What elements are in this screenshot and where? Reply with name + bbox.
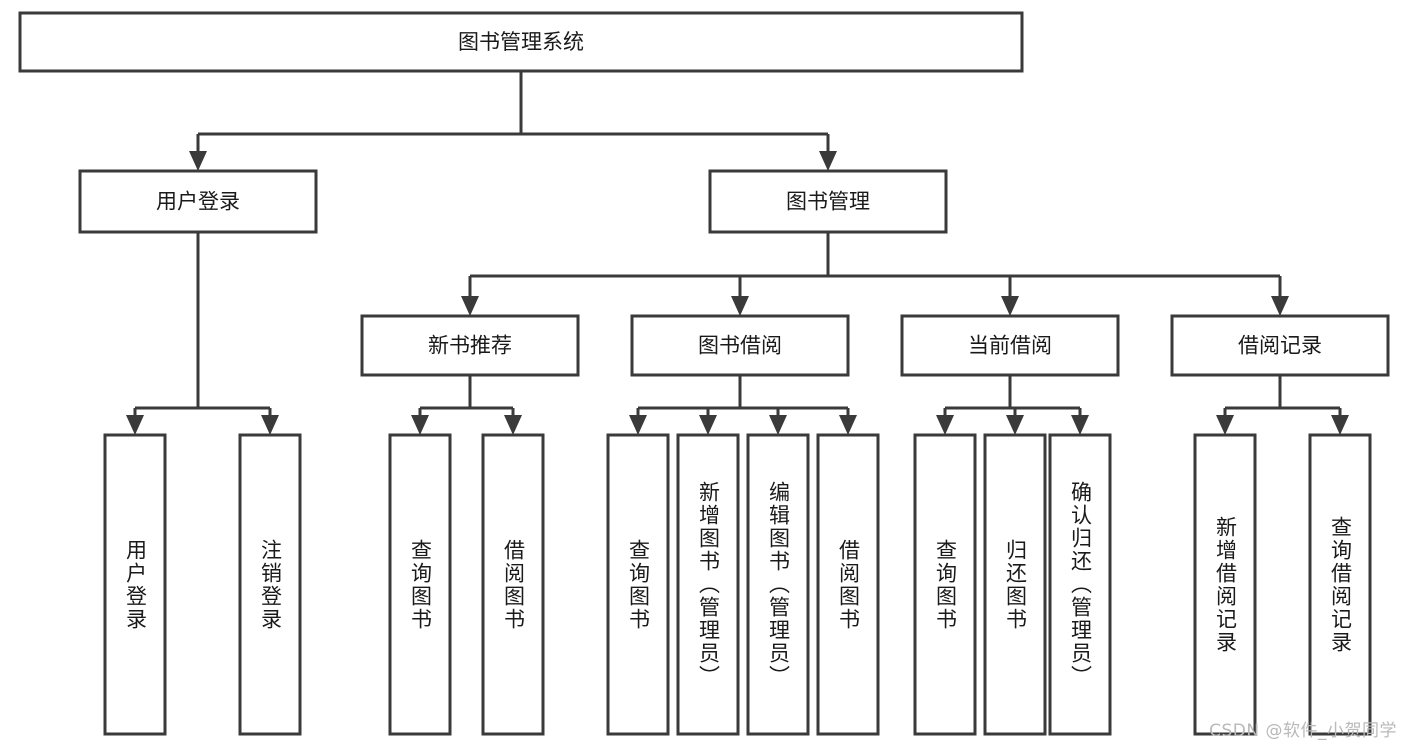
arrow-book-borrow-to-borrow-book-2 <box>839 415 857 435</box>
node-label-new-book-recommend: 新书推荐 <box>428 334 512 358</box>
arrow-root-to-user-login <box>189 151 207 171</box>
arrow-bm-to-borrow-record <box>1271 296 1289 316</box>
arrow-new-book-recommend-to-query-book-1 <box>411 415 429 435</box>
node-label-book-borrow: 图书借阅 <box>698 334 782 358</box>
node-box-logout-leaf[interactable] <box>238 433 302 736</box>
arrow-current-borrow-to-query-book-3 <box>936 415 954 435</box>
node-box-add-borrow-record[interactable] <box>1193 433 1257 736</box>
arrow-current-borrow-to-confirm-return <box>1071 415 1089 435</box>
arrow-root-to-book-management <box>819 151 837 171</box>
arrow-new-book-recommend-to-borrow-book-1 <box>504 415 522 435</box>
node-box-query-book-1[interactable] <box>388 433 452 736</box>
node-box-user-login-leaf[interactable] <box>103 433 167 736</box>
node-box-query-borrow-record[interactable] <box>1308 433 1372 736</box>
arrow-book-borrow-to-query-book-2 <box>629 415 647 435</box>
node-label-user-login: 用户登录 <box>156 190 240 214</box>
arrow-user-login-to-logout-leaf <box>261 415 279 435</box>
arrow-borrow-record-to-query-borrow-record <box>1331 415 1349 435</box>
arrow-current-borrow-to-return-book <box>1006 415 1024 435</box>
node-box-confirm-return[interactable] <box>1048 433 1112 736</box>
node-box-add-book[interactable] <box>676 433 740 736</box>
node-box-user-login[interactable] <box>78 169 318 234</box>
node-box-edit-book[interactable] <box>746 433 810 736</box>
node-box-query-book-2[interactable] <box>606 433 670 736</box>
arrow-book-borrow-to-add-book <box>699 415 717 435</box>
node-box-borrow-book-2[interactable] <box>816 433 880 736</box>
arrow-borrow-record-to-add-borrow-record <box>1216 415 1234 435</box>
node-label-borrow-record: 借阅记录 <box>1238 334 1322 358</box>
node-box-root[interactable] <box>18 11 1024 73</box>
watermark-text: CSDN @软件_小贺同学 <box>1209 721 1397 741</box>
node-label-root: 图书管理系统 <box>458 30 584 54</box>
node-box-book-management[interactable] <box>708 169 948 234</box>
node-box-query-book-3[interactable] <box>913 433 977 736</box>
arrow-user-login-to-user-login-leaf <box>126 415 144 435</box>
node-label-current-borrow: 当前借阅 <box>968 334 1052 358</box>
arrow-bm-to-current-borrow <box>1001 296 1019 316</box>
arrow-book-borrow-to-edit-book <box>769 415 787 435</box>
node-label-book-management: 图书管理 <box>786 190 870 214</box>
node-box-borrow-book-1[interactable] <box>481 433 545 736</box>
arrow-bm-to-book-borrow <box>731 296 749 316</box>
node-box-return-book[interactable] <box>983 433 1047 736</box>
node-box-borrow-record[interactable] <box>1170 314 1390 377</box>
arrow-bm-to-new-book-recommend <box>461 296 479 316</box>
